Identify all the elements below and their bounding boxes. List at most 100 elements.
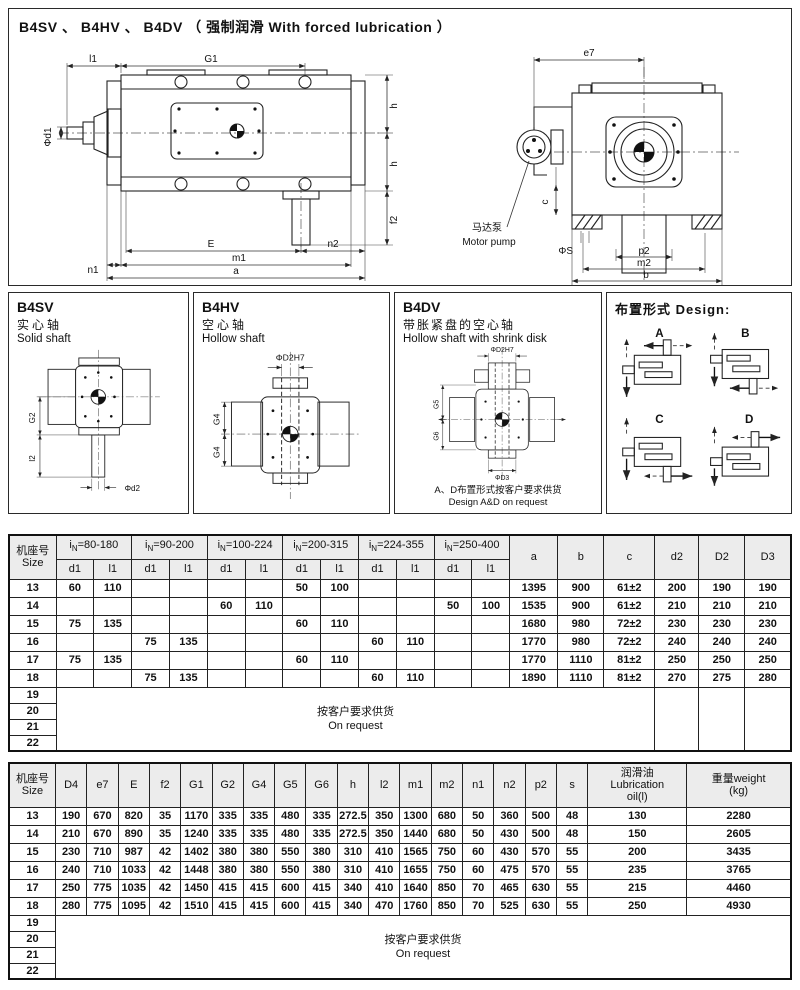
- value-cell: 240: [54, 860, 88, 880]
- value-cell: 110: [395, 632, 435, 652]
- value-cell: [206, 614, 246, 634]
- value-cell: 410: [368, 860, 401, 880]
- column-header: f2: [148, 762, 182, 808]
- dimension-labels: l1 G1 Φd1 h h f2 E n2 n1 m1 a: [43, 54, 400, 277]
- dim-label-e7: e7: [583, 48, 595, 59]
- variant-code: B4DV: [403, 299, 441, 315]
- value-cell: 550: [274, 842, 307, 862]
- value-cell: 335: [242, 824, 276, 844]
- value-cell: [320, 596, 360, 616]
- ratio-group-header: iN=224-355: [358, 534, 435, 560]
- value-cell: 75: [131, 632, 170, 652]
- value-cell: 710: [86, 842, 119, 862]
- value-cell: 465: [493, 878, 526, 898]
- value-cell: [433, 614, 473, 634]
- column-header: d2: [654, 534, 700, 580]
- on-request-text-cn: 按客户要求供货: [384, 933, 462, 946]
- design-panel: 布置形式 Design: A B: [606, 292, 792, 514]
- value-cell: 475: [493, 860, 526, 880]
- size-cell: 17: [8, 878, 56, 898]
- value-cell: 250: [654, 650, 700, 670]
- value-cell: [93, 668, 133, 688]
- value-cell: 3765: [686, 860, 792, 880]
- value-cell: 500: [524, 806, 557, 826]
- value-cell: 1110: [557, 650, 605, 670]
- value-cell: 1640: [399, 878, 432, 898]
- column-header: d1: [358, 558, 397, 580]
- value-cell: 820: [117, 806, 150, 826]
- dim-label-m2: m2: [637, 258, 651, 269]
- value-cell: [244, 614, 284, 634]
- value-cell: 1110: [557, 668, 605, 688]
- value-cell: 60: [282, 614, 322, 634]
- value-cell: [395, 596, 435, 616]
- value-cell: 410: [368, 842, 401, 862]
- on-request-text-cn: 按客户要求供货: [316, 705, 394, 718]
- size-cell: 21: [8, 946, 56, 964]
- dim-label-b: b: [643, 270, 649, 281]
- value-cell: 230: [54, 842, 88, 862]
- value-cell: 1402: [180, 842, 213, 862]
- variant-name-cn: 空心轴: [202, 318, 248, 332]
- value-cell: 775: [86, 896, 119, 916]
- column-header: G6: [305, 762, 338, 808]
- column-header: d1: [131, 558, 170, 580]
- value-cell: 310: [336, 842, 370, 862]
- value-cell: 272.5: [336, 824, 370, 844]
- value-cell: 61±2: [603, 596, 656, 616]
- size-header-en: Size: [22, 557, 44, 570]
- value-cell: 775: [86, 878, 119, 898]
- value-cell: 55: [555, 878, 589, 898]
- design-letter: A: [655, 328, 664, 340]
- value-cell: 210: [654, 596, 700, 616]
- value-cell: [244, 578, 284, 598]
- column-header: D3: [744, 534, 792, 580]
- value-cell: 72±2: [603, 632, 656, 652]
- oil-header-line: oil(l): [626, 791, 648, 804]
- value-cell: 150: [587, 824, 688, 844]
- value-cell: 1448: [180, 860, 213, 880]
- column-header: D2: [698, 534, 746, 580]
- value-cell: 35: [148, 806, 182, 826]
- size-cell: 13: [8, 806, 56, 826]
- value-cell: 110: [320, 650, 360, 670]
- value-cell: 60: [462, 842, 495, 862]
- value-cell: [168, 650, 208, 670]
- value-cell: 110: [395, 668, 435, 688]
- motor-pump-label-cn: 马达泵: [472, 222, 502, 234]
- value-cell: [206, 578, 246, 598]
- value-cell: 61±2: [603, 578, 656, 598]
- value-cell: [168, 578, 208, 598]
- page-title: B4SV 、 B4HV 、 B4DV （ 强制润滑 With forced lu…: [19, 19, 452, 35]
- value-cell: [244, 632, 284, 652]
- value-cell: 280: [744, 668, 792, 688]
- value-cell: [282, 632, 322, 652]
- value-cell: [433, 668, 473, 688]
- value-cell: [93, 596, 133, 616]
- column-header: G4: [242, 762, 276, 808]
- value-cell: [471, 614, 511, 634]
- dim-label-h-bottom: h: [389, 161, 400, 167]
- column-header: a: [509, 534, 559, 580]
- dim-label-d3: ΦD3: [495, 475, 509, 482]
- value-cell: 215: [587, 878, 688, 898]
- value-cell: [168, 596, 208, 616]
- value-cell: 42: [148, 878, 182, 898]
- column-header: D4: [54, 762, 88, 808]
- column-header: m2: [430, 762, 464, 808]
- value-cell: 230: [698, 614, 746, 634]
- value-cell: 630: [524, 896, 557, 916]
- value-cell: 380: [242, 842, 276, 862]
- size-cell: 16: [8, 860, 56, 880]
- size-cell: 20: [8, 702, 57, 720]
- value-cell: 1240: [180, 824, 213, 844]
- motor-pump-label-en: Motor pump: [462, 237, 516, 248]
